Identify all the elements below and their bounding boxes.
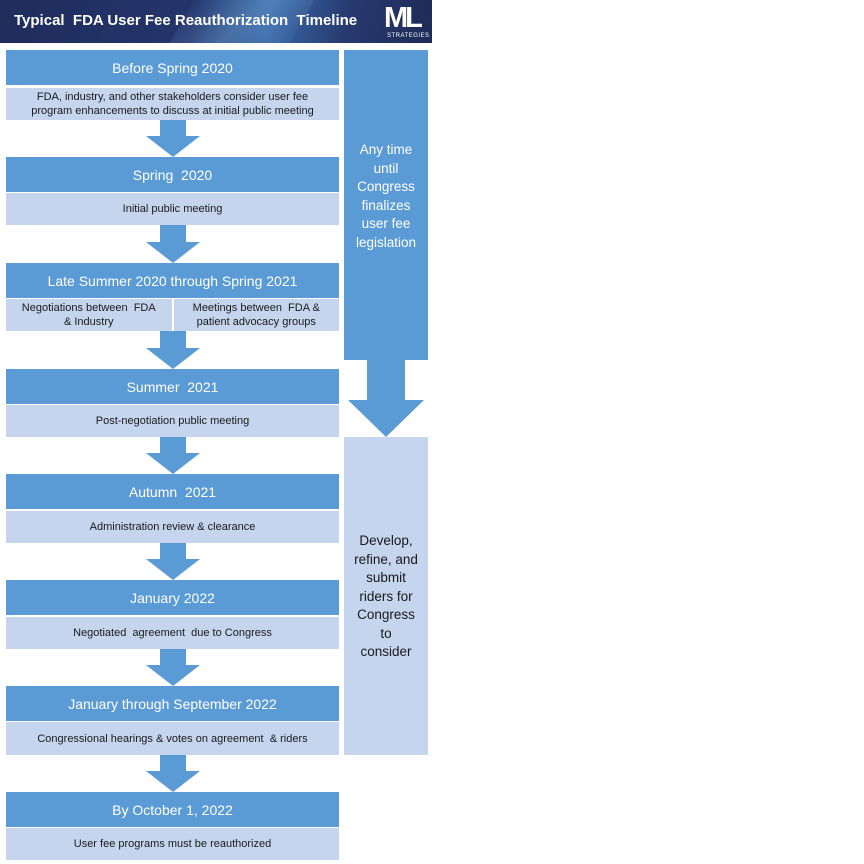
stage-desc-january-2022: Negotiated agreement due to Congress <box>6 617 339 649</box>
stage-title-summer-2021: Summer 2021 <box>6 369 339 404</box>
stage-desc-meetings: Meetings between FDA & patient advocacy … <box>173 299 339 331</box>
split-divider <box>171 299 174 331</box>
company-logo: ML STRATEGIES <box>384 3 430 41</box>
logo-mark: ML <box>384 2 423 34</box>
stage-desc-negotiations: Negotiations between FDA & Industry <box>6 299 172 331</box>
stage-title-late-summer-2020: Late Summer 2020 through Spring 2021 <box>6 263 339 298</box>
side-panel-any-time: Any time until Congress finalizes user f… <box>344 50 428 360</box>
flow-arrow-down-icon <box>146 331 200 369</box>
side-arrow-down-icon <box>348 360 424 437</box>
side-panel-riders: Develop, refine, and submit riders for C… <box>344 437 428 755</box>
stage-title-autumn-2021: Autumn 2021 <box>6 474 339 509</box>
page-title: Typical FDA User Fee Reauthorization Tim… <box>14 12 358 29</box>
flow-arrow-down-icon <box>146 543 200 580</box>
stage-desc-summer-2021: Post-negotiation public meeting <box>6 405 339 437</box>
stage-title-spring-2020: Spring 2020 <box>6 157 339 192</box>
stage-title-by-october-2022: By October 1, 2022 <box>6 792 339 827</box>
stage-title-jan-sep-2022: January through September 2022 <box>6 686 339 721</box>
stage-desc-jan-sep-2022: Congressional hearings & votes on agreem… <box>6 722 339 755</box>
stage-title-january-2022: January 2022 <box>6 580 339 615</box>
stage-desc-spring-2020: Initial public meeting <box>6 193 339 225</box>
flow-arrow-down-icon <box>146 649 200 686</box>
header-banner: Typical FDA User Fee Reauthorization Tim… <box>0 0 432 43</box>
logo-subtitle: STRATEGIES <box>387 33 430 39</box>
flow-arrow-down-icon <box>146 120 200 157</box>
flow-arrow-down-icon <box>146 225 200 263</box>
stage-desc-autumn-2021: Administration review & clearance <box>6 511 339 543</box>
flow-arrow-down-icon <box>146 437 200 474</box>
stage-title-before-spring-2020: Before Spring 2020 <box>6 50 339 85</box>
stage-desc-before-spring-2020: FDA, industry, and other stakeholders co… <box>6 88 339 120</box>
side-panel-any-time-text: Any time until Congress finalizes user f… <box>355 142 417 250</box>
flow-arrow-down-icon <box>146 755 200 792</box>
stage-desc-split: Negotiations between FDA & Industry Meet… <box>6 299 339 331</box>
side-panel-riders-text: Develop, refine, and submit riders for C… <box>354 533 418 659</box>
stage-desc-by-october-2022: User fee programs must be reauthorized <box>6 828 339 860</box>
